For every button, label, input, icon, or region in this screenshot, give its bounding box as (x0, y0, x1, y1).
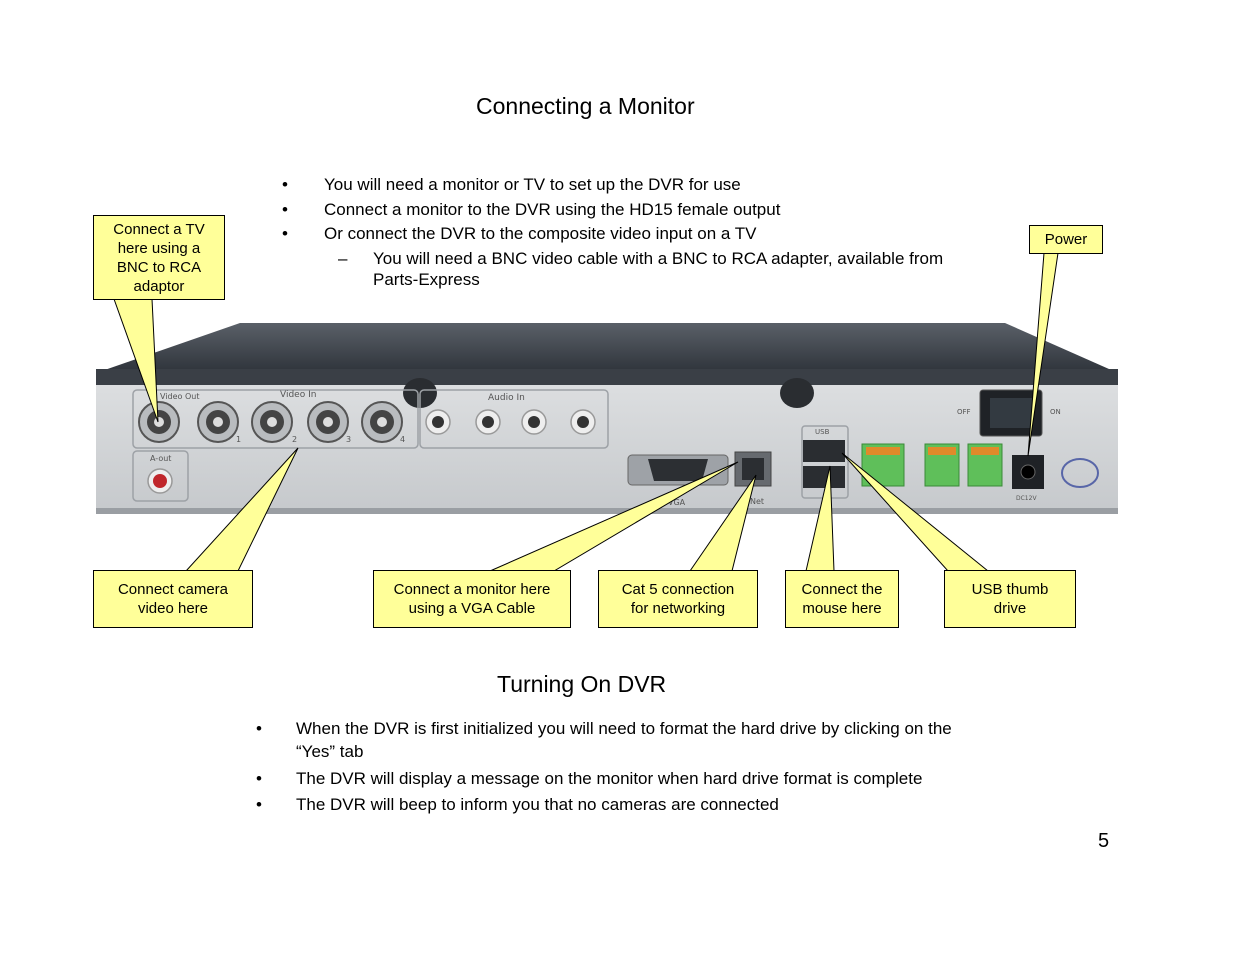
sub-list-item-continued: Parts-Express (373, 270, 480, 289)
list-item: The DVR will display a message on the mo… (296, 769, 923, 788)
svg-text:ON: ON (1050, 408, 1061, 416)
list-item: You will need a monitor or TV to set up … (324, 175, 741, 194)
screw-foot (780, 378, 814, 408)
callout-vga: Connect a monitor here using a VGA Cable (373, 570, 571, 628)
bnc-connectors (138, 401, 403, 443)
svg-text:1: 1 (236, 435, 241, 444)
svg-text:DC12V: DC12V (1016, 495, 1037, 502)
svg-text:VGA: VGA (668, 498, 686, 507)
svg-text:Net: Net (750, 497, 764, 506)
list-item: Or connect the DVR to the composite vide… (324, 224, 757, 243)
bullet-marker: • (256, 769, 262, 788)
dash-marker: – (338, 249, 348, 268)
page-number: 5 (1098, 830, 1110, 852)
list-item: The DVR will beep to inform you that no … (296, 795, 779, 814)
svg-text:2: 2 (292, 435, 297, 444)
chassis-lip (96, 369, 1118, 389)
svg-text:OFF: OFF (957, 408, 971, 416)
list-item: Connect a monitor to the DVR using the H… (324, 200, 781, 219)
section-title-connecting-monitor: Connecting a Monitor (476, 93, 695, 119)
list-item: When the DVR is first initialized you wi… (296, 719, 952, 738)
chassis-top (96, 323, 1118, 373)
a-out-label: A-out (150, 454, 171, 463)
svg-text:USB: USB (815, 428, 830, 436)
video-in-label: Video In (280, 390, 316, 400)
svg-text:3: 3 (346, 435, 351, 444)
bullet-marker: • (282, 175, 288, 194)
callout-mouse: Connect the mouse here (785, 570, 899, 628)
callout-usb: USB thumb drive (944, 570, 1076, 628)
usb-port-top (803, 440, 845, 462)
callout-camera: Connect camera video here (93, 570, 253, 628)
sub-list-item: You will need a BNC video cable with a B… (373, 249, 944, 268)
usb-port-bottom (803, 466, 845, 488)
section-title-turning-on: Turning On DVR (497, 671, 667, 697)
callout-pointers (113, 252, 1059, 572)
svg-text:4: 4 (400, 435, 405, 444)
callout-power: Power (1029, 225, 1103, 254)
logo-seal (1061, 458, 1099, 488)
audio-in-label: Audio In (488, 393, 525, 403)
rca-audio-jacks (425, 409, 596, 435)
callout-cat5: Cat 5 connection for networking (598, 570, 758, 628)
bullet-marker: • (282, 200, 288, 219)
bullet-marker: • (256, 795, 262, 814)
bullet-marker: • (256, 719, 262, 738)
callout-tv-bnc: Connect a TV here using a BNC to RCA ada… (93, 215, 225, 300)
video-out-label: Video Out (160, 392, 199, 401)
list-item-continued: “Yes” tab (296, 742, 364, 761)
bullet-marker: • (282, 224, 288, 243)
